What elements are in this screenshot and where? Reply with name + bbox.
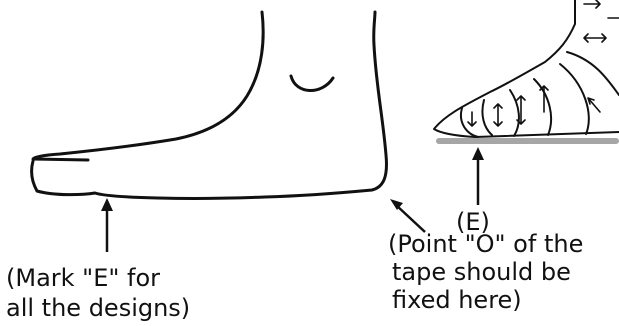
taped-foot [434,0,619,137]
point-o-label-line3: fixed here) [392,286,522,314]
point-o-arrow [390,199,425,232]
ankle-bone [291,76,333,91]
foot-outline [32,12,387,198]
mark-e-arrow [101,198,113,252]
mark-e-label-line1: (Mark "E" for [6,264,160,292]
sole-shadow [436,138,619,144]
point-o-label-line2: tape should be [392,258,571,286]
e-arrow [472,147,484,205]
mark-e-label-line2: all the designs) [6,294,190,322]
e-label: (E) [456,208,490,236]
